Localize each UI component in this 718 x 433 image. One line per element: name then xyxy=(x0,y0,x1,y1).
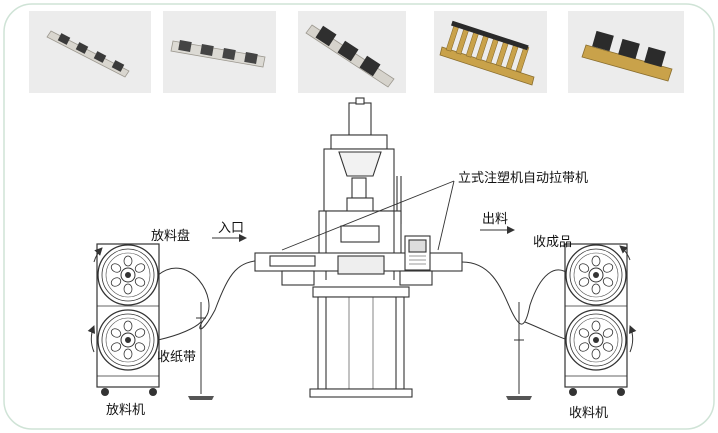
product-reel-label: 收成品 xyxy=(533,235,573,250)
paper-take-label: 收纸带 xyxy=(157,350,197,365)
gold-terminal-strip-photo xyxy=(434,11,547,93)
machine-label: 立式注塑机自动拉带机 xyxy=(458,171,589,186)
unwinder-machine xyxy=(87,243,160,396)
left-tension-stand xyxy=(188,302,214,400)
exit-label: 出料 xyxy=(482,212,509,227)
winder-label: 收料机 xyxy=(569,406,609,421)
winder-machine xyxy=(564,243,637,396)
vertical-injection-machine xyxy=(254,97,463,398)
right-tension-stand xyxy=(506,302,532,400)
terminal-strip-photo-1 xyxy=(29,11,151,93)
supply-reel-label: 放料盘 xyxy=(151,229,191,244)
connector-strip-photo xyxy=(568,11,684,93)
terminal-strip-photo-2 xyxy=(163,11,276,93)
unwinder-label: 放料机 xyxy=(106,403,146,418)
entry-label: 入口 xyxy=(218,221,245,236)
sim-holder-strip-photo xyxy=(298,11,406,93)
